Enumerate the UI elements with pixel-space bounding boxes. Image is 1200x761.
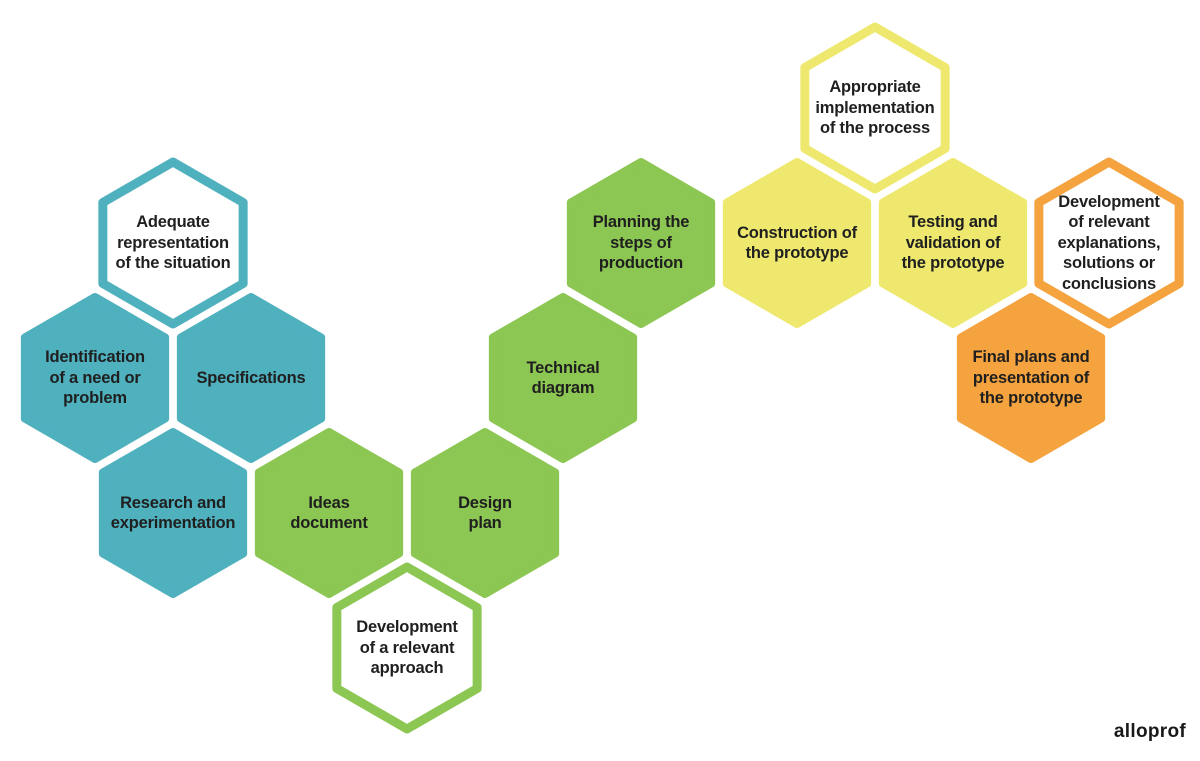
hexagon-shape <box>98 428 248 598</box>
hexagon-shape <box>956 293 1106 463</box>
hexagon-shape <box>254 428 404 598</box>
alloprof-logo: alloprof <box>1113 721 1186 742</box>
hexagon-shape <box>332 562 482 734</box>
hexagon-shape <box>488 293 638 463</box>
hexagon-shape <box>878 158 1028 328</box>
hex-development-explanations-conclusions: Development of relevant explanations, so… <box>1034 157 1184 329</box>
hex-planning-steps-production: Planning the steps of production <box>566 158 716 328</box>
hexagon-shape <box>1034 157 1184 329</box>
hexagon-shape <box>566 158 716 328</box>
hexagon-shape <box>410 428 560 598</box>
hex-research-experimentation: Research and experimentation <box>98 428 248 598</box>
hexagon-shape <box>20 293 170 463</box>
hexagon-shape <box>800 22 950 194</box>
hexagon-shape <box>722 158 872 328</box>
hexagon-shape <box>176 293 326 463</box>
hexagon-shape <box>98 157 248 329</box>
